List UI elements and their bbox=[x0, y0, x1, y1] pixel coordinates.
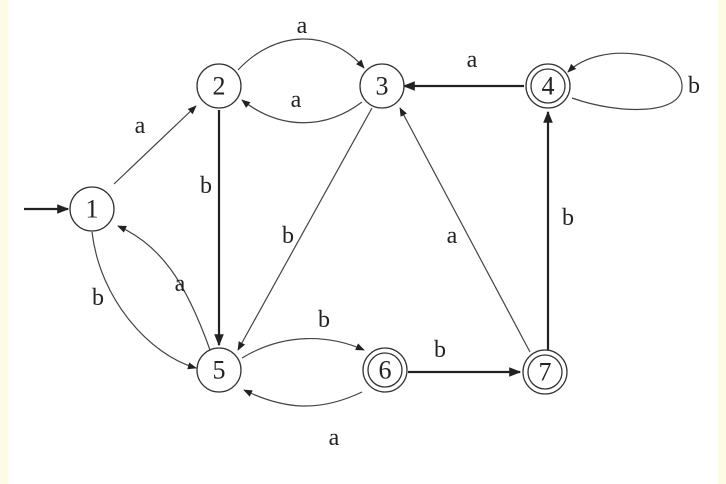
edge-3-2 bbox=[241, 99, 363, 124]
edge-3-5 bbox=[237, 107, 373, 351]
label-5-6: b bbox=[318, 307, 330, 333]
right-border bbox=[718, 0, 726, 484]
state-2: 2 bbox=[196, 63, 242, 109]
edge-4-4 bbox=[567, 52, 683, 110]
svg-text:4: 4 bbox=[542, 72, 555, 101]
state-6: 6 bbox=[362, 347, 408, 393]
label-7-4: b bbox=[562, 205, 574, 231]
label-6-7: b bbox=[434, 337, 446, 363]
left-border bbox=[0, 0, 8, 484]
label-7-3: a bbox=[447, 223, 458, 249]
label-3-2: a bbox=[291, 87, 302, 113]
edge-5-1 bbox=[117, 225, 211, 351]
label-1-2: a bbox=[135, 113, 146, 139]
svg-text:2: 2 bbox=[213, 72, 226, 101]
edge-1-2 bbox=[113, 105, 197, 185]
state-3: 3 bbox=[359, 63, 405, 109]
label-1-5: b bbox=[92, 285, 104, 311]
edge-6-5 bbox=[243, 389, 363, 407]
svg-text:1: 1 bbox=[86, 195, 99, 224]
svg-text:5: 5 bbox=[213, 356, 226, 385]
state-7: 7 bbox=[522, 349, 568, 395]
label-5-1: a bbox=[175, 271, 186, 297]
label-4-4: b bbox=[688, 73, 700, 99]
label-4-3: a bbox=[467, 47, 478, 73]
label-3-5: b bbox=[282, 223, 294, 249]
edge-5-6 bbox=[241, 338, 365, 359]
edge-1-5 bbox=[91, 231, 197, 370]
state-1: 1 bbox=[69, 186, 115, 232]
svg-text:7: 7 bbox=[539, 358, 552, 387]
label-6-5: a bbox=[329, 425, 340, 451]
label-2-5: b bbox=[200, 173, 212, 199]
svg-text:3: 3 bbox=[376, 72, 389, 101]
svg-text:6: 6 bbox=[379, 356, 392, 385]
edge-7-3 bbox=[399, 107, 531, 353]
label-2-3: a bbox=[297, 13, 308, 39]
state-4: 4 bbox=[525, 63, 571, 109]
edge-2-3 bbox=[237, 38, 365, 71]
state-5: 5 bbox=[196, 347, 242, 393]
